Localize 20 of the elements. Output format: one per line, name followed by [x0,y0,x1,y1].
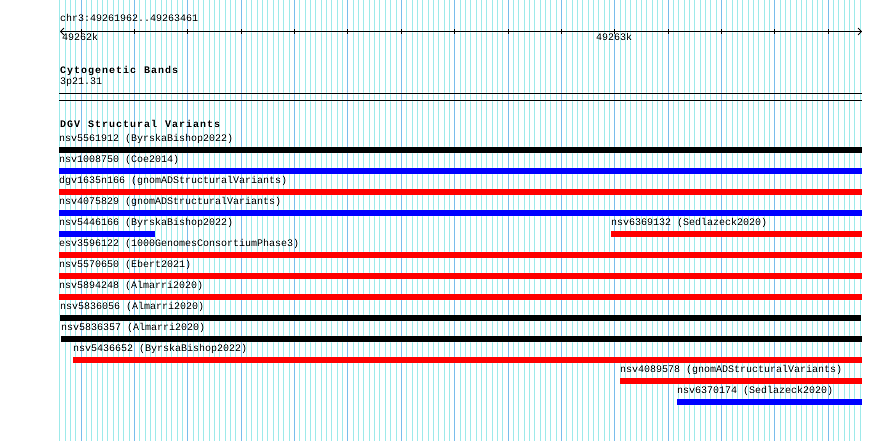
variant-label: nsv4089578 (gnomADStructuralVariants) [620,365,842,376]
variant-label: nsv6369132 (Sedlazeck2020) [611,218,768,229]
variant-label: nsv5570650 (Ebert2021) [59,260,192,271]
variant-label: esv3596122 (1000GenomesConsortiumPhase3) [59,239,300,250]
variant-label: nsv5446166 (ByrskaBishop2022) [59,218,234,229]
track-title: DGV Structural Variants [60,120,222,131]
variant-label: nsv5836056 (Almarri2020) [60,302,204,313]
variant-label: nsv1008750 (Coe2014) [59,155,180,166]
variant-label: dgv1635n166 (gnomADStructuralVariants) [59,176,288,187]
track-title: Cytogenetic Bands [60,66,180,77]
variant-label: nsv5894248 (Almarri2020) [59,281,204,292]
cytoband-label: 3p21.31 [60,77,102,88]
variant-label: nsv5836357 (Almarri2020) [61,323,206,334]
region-coordinates: chr3:49261962..49263461 [60,14,198,25]
variant-label: nsv5561912 (ByrskaBishop2022) [59,134,234,145]
variant-label: nsv6370174 (Sedlazeck2020) [677,386,834,397]
variant-label: nsv4075829 (gnomADStructuralVariants) [59,197,282,208]
scale-tick-label: 49263k [596,33,632,44]
scale-tick-label: 49262k [62,33,98,44]
variant-label: nsv5436652 (ByrskaBishop2022) [73,344,248,355]
